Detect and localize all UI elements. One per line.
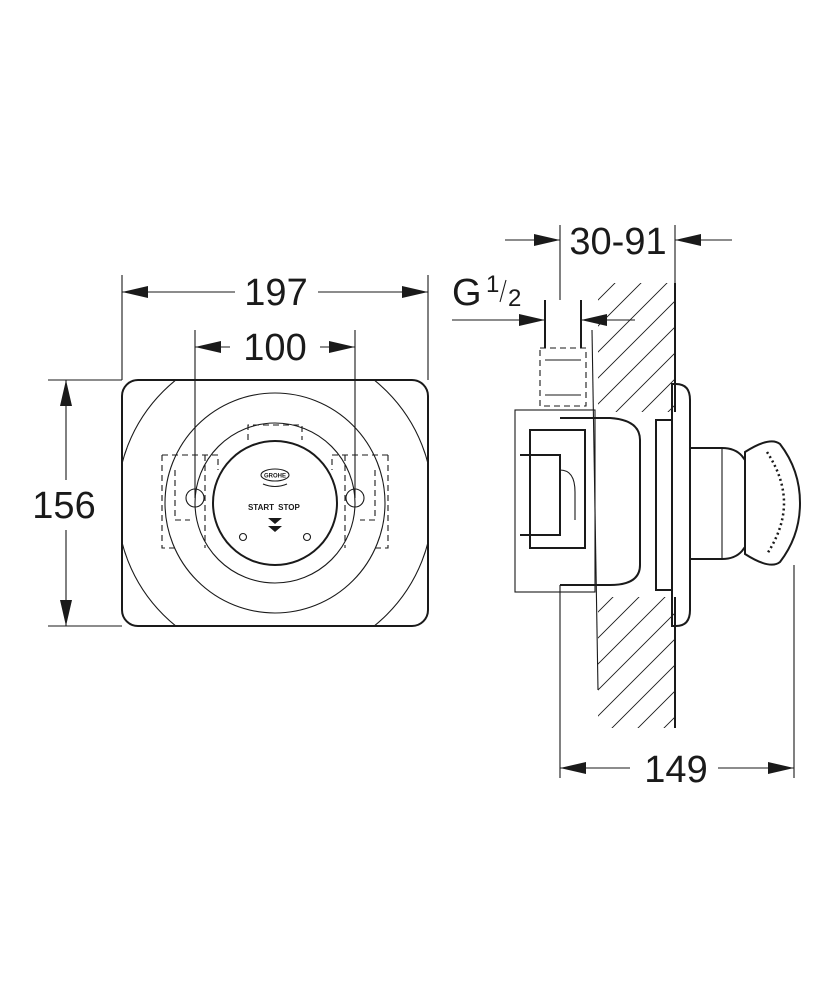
hatch-line xyxy=(598,283,675,728)
hatch-line xyxy=(598,283,675,728)
push-button-face xyxy=(212,440,338,566)
hatch-line xyxy=(788,280,833,760)
dimension-100: 100 xyxy=(194,327,356,498)
dim-mount-spacing: 100 xyxy=(243,327,306,369)
hatch-line xyxy=(598,283,675,728)
dim-thread-numerator: 1 xyxy=(486,271,499,298)
dimension-thread: G 1 2 xyxy=(452,271,635,326)
dimension-197: 197 xyxy=(121,272,429,380)
hatch-line xyxy=(598,283,675,728)
brand-logo: GROHE xyxy=(260,468,290,488)
hatch-line xyxy=(112,280,592,760)
hatch-line xyxy=(814,280,833,760)
flange xyxy=(655,383,691,627)
hatch-line xyxy=(598,283,619,728)
arrow-down-icon-2 xyxy=(268,526,282,532)
plate-contour xyxy=(122,380,428,626)
dim-plate-width: 197 xyxy=(244,272,307,314)
brand-label: GROHE xyxy=(264,474,286,480)
dim-plate-height: 156 xyxy=(32,485,95,527)
hatch-line xyxy=(598,283,675,728)
cover-plate xyxy=(121,379,429,627)
front-view: GROHE START STOP 197 100 xyxy=(32,272,429,627)
dimension-156: 156 xyxy=(32,379,122,627)
dim-wall-range: 30-91 xyxy=(569,221,666,263)
supply-pipe xyxy=(539,300,587,407)
hidden-mounting-box xyxy=(161,424,389,549)
dim-projection: 149 xyxy=(644,749,707,791)
side-view: 30-91 G 1 2 149 xyxy=(86,221,833,791)
screw-hole-left xyxy=(238,532,248,542)
hatch-line xyxy=(710,280,833,760)
hatch-line xyxy=(684,280,833,760)
outer-ring xyxy=(164,392,386,614)
screw-hole-right xyxy=(302,532,312,542)
start-label: START xyxy=(248,503,274,512)
hatch-line xyxy=(598,283,675,728)
arrow-down-icon xyxy=(268,518,282,524)
wall-section xyxy=(86,280,833,760)
hatch-line xyxy=(762,280,833,760)
dim-thread-denominator: 2 xyxy=(508,285,521,312)
dimension-149: 149 xyxy=(559,565,795,791)
dimension-30-91: 30-91 xyxy=(505,221,732,300)
concealed-body xyxy=(514,409,641,593)
stop-label: STOP xyxy=(278,503,300,512)
dim-thread-letter: G xyxy=(452,272,482,314)
push-button-side xyxy=(690,440,802,566)
hatch-line xyxy=(736,280,833,760)
hatch-line xyxy=(598,283,645,728)
hatch-line xyxy=(86,280,566,760)
middle-ring xyxy=(194,422,356,584)
hatch-line xyxy=(598,283,675,728)
